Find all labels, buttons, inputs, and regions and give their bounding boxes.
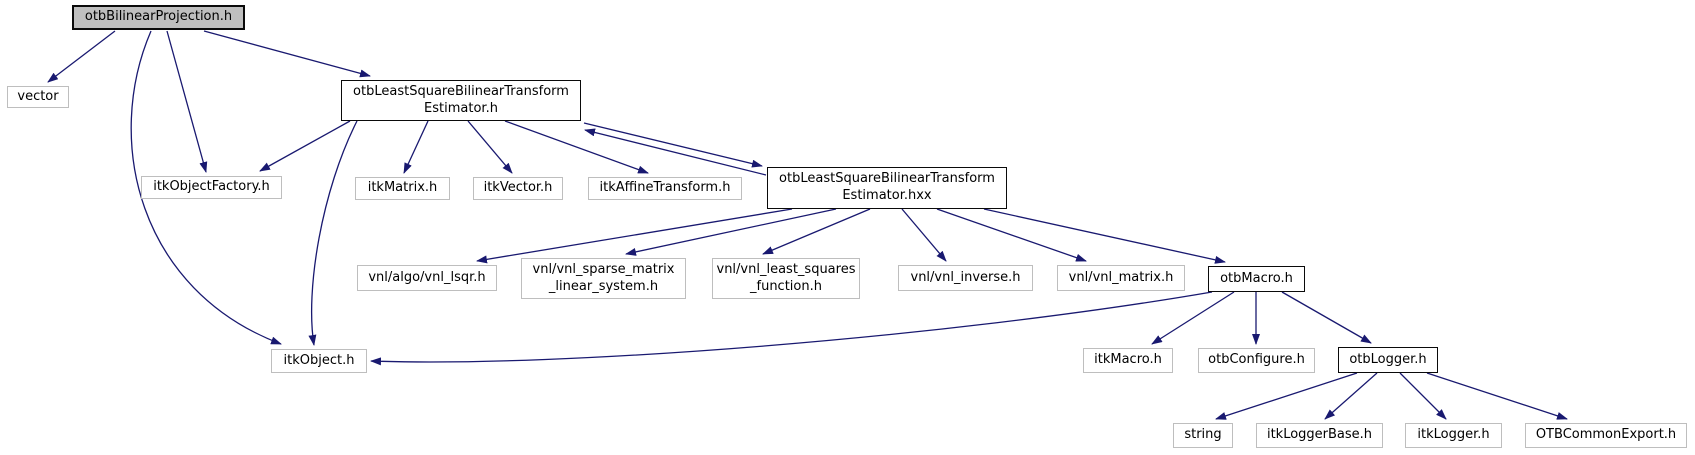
edge-estimator_h-to-itkObjectFactory: [259, 120, 351, 172]
node-itkMatrix[interactable]: itkMatrix.h: [355, 177, 450, 200]
edge-otbMacro-to-itkObject: [370, 291, 1213, 366]
edge-otbLogger-to-itkLoggerBase: [1324, 372, 1378, 420]
edge-bilinear-to-vector: [47, 30, 116, 83]
edge-otbMacro-to-otbLogger: [1281, 291, 1372, 344]
node-label: otbLogger.h: [1349, 351, 1427, 367]
node-otbMacro[interactable]: otbMacro.h: [1208, 266, 1305, 292]
node-label: itkAffineTransform.h: [599, 180, 731, 196]
node-label: itkObject.h: [283, 352, 355, 368]
node-itkVector[interactable]: itkVector.h: [473, 177, 563, 200]
node-OTBCommonExport[interactable]: OTBCommonExport.h: [1525, 423, 1687, 448]
edge-estimator_hxx-to-vnl_inverse: [901, 208, 947, 262]
node-itkLogger[interactable]: itkLogger.h: [1405, 423, 1502, 448]
node-label: otbBilinearProjection.h: [84, 9, 233, 25]
edge-estimator_hxx-to-vnl_matrix: [936, 208, 1087, 262]
edge-estimator_hxx-to-estimator_h: [584, 128, 767, 176]
edge-otbLogger-to-OTBCommonExport: [1426, 372, 1568, 420]
node-label: otbConfigure.h: [1208, 352, 1305, 368]
node-label: _function.h: [750, 278, 822, 294]
edge-bilinear-to-itkObjectFactory: [166, 30, 208, 173]
node-label: itkLogger.h: [1417, 427, 1490, 443]
edge-estimator_hxx-to-vnl_sparse: [625, 208, 837, 256]
node-label: otbMacro.h: [1220, 270, 1293, 286]
edge-estimator_h-to-itkVector: [467, 120, 513, 174]
node-label: itkVector.h: [483, 180, 553, 196]
node-label: Estimator.hxx: [842, 188, 932, 203]
edge-bilinear-to-itkObject: [130, 30, 282, 345]
node-label: vnl/vnl_least_squares: [716, 261, 856, 277]
node-itkMacro[interactable]: itkMacro.h: [1083, 348, 1173, 373]
node-label: vector: [17, 88, 59, 104]
edge-otbLogger-to-string: [1215, 372, 1358, 420]
edge-estimator_hxx-to-vnl_lsq_func: [762, 208, 871, 255]
edge-otbLogger-to-itkLogger: [1399, 372, 1447, 420]
edge-estimator_h-to-itkAffineTransform: [504, 120, 649, 174]
node-label: OTBCommonExport.h: [1535, 427, 1677, 443]
edge-estimator_h-to-estimator_hxx: [583, 122, 763, 168]
edge-estimator_hxx-to-otbMacro: [983, 208, 1226, 264]
node-label: itkObjectFactory.h: [153, 179, 270, 195]
node-itkObjectFactory[interactable]: itkObjectFactory.h: [141, 176, 282, 199]
edge-otbMacro-to-itkMacro: [1151, 291, 1235, 345]
node-label: vnl/algo/vnl_lsqr.h: [368, 269, 486, 285]
node-vector[interactable]: vector: [7, 86, 69, 108]
node-label: itkMacro.h: [1094, 352, 1162, 368]
node-vnl_sparse[interactable]: vnl/vnl_sparse_matrix_linear_system.h: [521, 258, 686, 299]
node-label: itkLoggerBase.h: [1266, 427, 1373, 443]
node-string[interactable]: string: [1173, 423, 1233, 448]
node-label: string: [1184, 427, 1222, 443]
node-vnl_matrix[interactable]: vnl/vnl_matrix.h: [1057, 265, 1185, 291]
node-vnl_lsqr[interactable]: vnl/algo/vnl_lsqr.h: [357, 265, 497, 291]
node-vnl_inverse[interactable]: vnl/vnl_inverse.h: [898, 265, 1033, 291]
node-itkObject[interactable]: itkObject.h: [271, 349, 367, 373]
edge-estimator_hxx-to-vnl_lsqr: [476, 208, 793, 264]
node-label: _linear_system.h: [548, 278, 659, 294]
edge-estimator_h-to-itkMatrix: [403, 120, 429, 174]
node-label: otbLeastSquareBilinearTransform: [353, 83, 569, 99]
node-label: vnl/vnl_inverse.h: [910, 269, 1021, 285]
edge-estimator_h-to-itkObject: [308, 120, 358, 346]
node-label: otbLeastSquareBilinearTransform: [779, 171, 995, 187]
node-vnl_lsq_func[interactable]: vnl/vnl_least_squares_function.h: [712, 258, 860, 299]
node-itkLoggerBase[interactable]: itkLoggerBase.h: [1256, 423, 1383, 448]
node-otbConfigure[interactable]: otbConfigure.h: [1198, 348, 1315, 373]
node-otbLogger[interactable]: otbLogger.h: [1338, 347, 1438, 373]
node-label: Estimator.h: [424, 100, 498, 116]
node-label: vnl/vnl_sparse_matrix: [532, 261, 675, 277]
node-label: itkMatrix.h: [367, 180, 438, 196]
node-itkAffineTransform[interactable]: itkAffineTransform.h: [588, 177, 742, 200]
edge-bilinear-to-estimator_h: [203, 30, 371, 78]
node-label: vnl/vnl_matrix.h: [1068, 269, 1174, 285]
node-bilinear: otbBilinearProjection.h: [72, 5, 245, 30]
